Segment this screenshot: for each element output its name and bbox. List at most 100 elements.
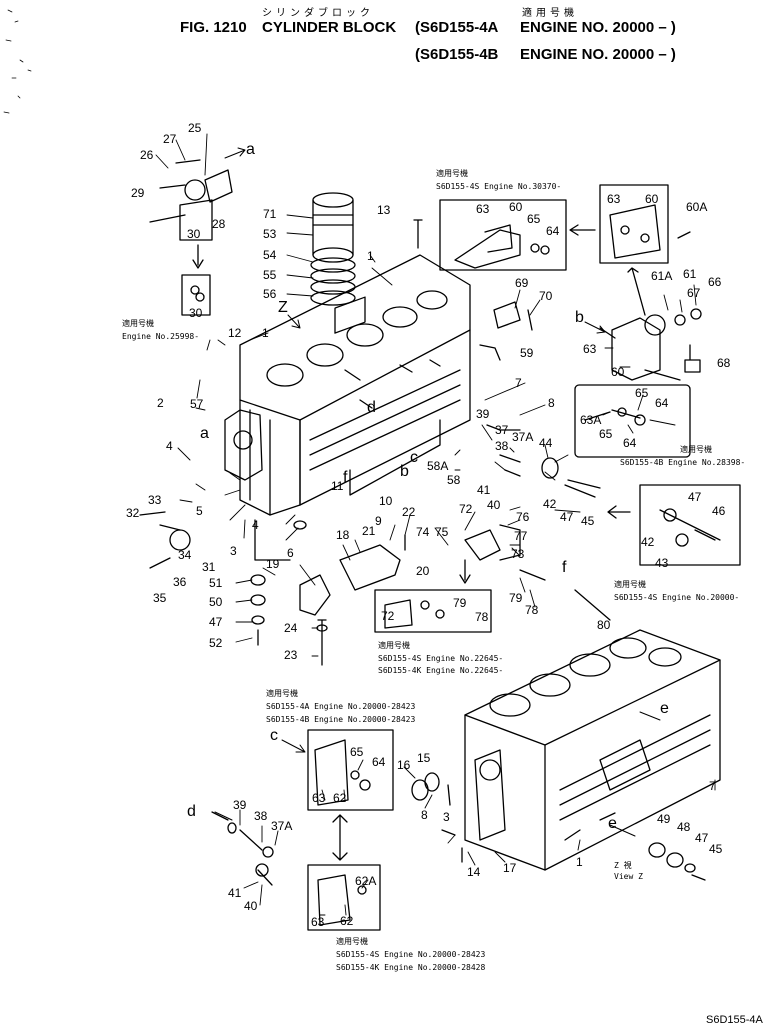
note-left-line1: Engine No.25998- bbox=[122, 332, 200, 341]
note-bottom-line1: S6D155-4S Engine No.20000-28423 bbox=[336, 950, 486, 959]
callout-61: 61 bbox=[683, 267, 697, 281]
cylinder-block-main bbox=[224, 254, 471, 516]
callout-12: 12 bbox=[228, 326, 242, 340]
callout-56: 56 bbox=[263, 287, 277, 301]
callout-20: 20 bbox=[416, 564, 430, 578]
callout-3-z: 3 bbox=[443, 810, 450, 824]
callout-45: 45 bbox=[581, 514, 595, 528]
inset-top-center bbox=[439, 199, 596, 271]
callout-65-c: 65 bbox=[350, 745, 364, 759]
callout-27: 27 bbox=[163, 132, 177, 146]
callout-37a-d: 37A bbox=[271, 819, 293, 833]
callout-36: 36 bbox=[173, 575, 187, 589]
ref-letter-a-block: a bbox=[200, 425, 209, 442]
callout-68: 68 bbox=[717, 356, 731, 370]
callout-64-c: 64 bbox=[372, 755, 386, 769]
callout-78-inset: 78 bbox=[475, 610, 489, 624]
callout-47-inset: 47 bbox=[688, 490, 702, 504]
footer-model-code: S6D155-4A bbox=[706, 1014, 763, 1026]
callout-49: 49 bbox=[657, 812, 671, 826]
ref-letter-b-block: b bbox=[400, 463, 409, 480]
callout-35: 35 bbox=[153, 591, 167, 605]
callout-55: 55 bbox=[263, 268, 277, 282]
leader-lines bbox=[155, 133, 716, 916]
note-right-jp: 適用号機 bbox=[614, 580, 646, 589]
callout-63a: 63A bbox=[580, 413, 602, 427]
note-mid-jp: 適用号機 bbox=[378, 641, 410, 650]
note-c-jp: 適用号機 bbox=[266, 689, 298, 698]
callout-79-inset: 79 bbox=[453, 596, 467, 610]
note-bottom-jp: 適用号機 bbox=[336, 937, 368, 946]
callout-60a: 60A bbox=[686, 200, 708, 214]
d-detail-parts bbox=[211, 811, 274, 886]
callout-37: 37 bbox=[495, 423, 509, 437]
callout-66: 66 bbox=[708, 275, 722, 289]
callout-47: 47 bbox=[560, 510, 574, 524]
model-line-2: (S6D155-4B bbox=[415, 46, 499, 63]
callout-58: 58 bbox=[447, 473, 461, 487]
inset-c-box bbox=[307, 729, 394, 931]
callout-4-lower: 4 bbox=[252, 518, 259, 532]
note-top-jp: 適用号機 bbox=[436, 169, 468, 178]
ref-letter-d-block: d bbox=[367, 399, 376, 416]
callout-43: 43 bbox=[655, 556, 669, 570]
cylinder-liner-assembly bbox=[310, 192, 356, 306]
model-line-1: (S6D155-4A bbox=[415, 19, 499, 36]
ref-letter-e-lower: e bbox=[608, 815, 617, 832]
ref-letter-a-top: a bbox=[246, 141, 255, 158]
callout-65-side: 65 bbox=[635, 386, 649, 400]
callout-44: 44 bbox=[539, 436, 553, 450]
upper-small-parts bbox=[413, 219, 533, 361]
ref-letter-b-side: b bbox=[575, 309, 584, 326]
callout-74: 74 bbox=[416, 525, 430, 539]
figure-number: FIG. 1210 bbox=[180, 19, 247, 36]
callout-40: 40 bbox=[487, 498, 501, 512]
callout-29: 29 bbox=[131, 186, 145, 200]
callout-14: 14 bbox=[467, 865, 481, 879]
callout-42-inset: 42 bbox=[641, 535, 655, 549]
callout-47-left: 47 bbox=[209, 615, 223, 629]
callout-41: 41 bbox=[477, 483, 491, 497]
callout-80: 80 bbox=[597, 618, 611, 632]
callout-63-inset-right: 63 bbox=[607, 192, 621, 206]
callout-47-z: 47 bbox=[695, 831, 709, 845]
callout-65-4b: 65 bbox=[599, 427, 613, 441]
callout-24: 24 bbox=[284, 621, 298, 635]
callout-30-inset: 30 bbox=[189, 306, 203, 320]
figure-title: CYLINDER BLOCK bbox=[262, 19, 397, 36]
callout-48: 48 bbox=[677, 820, 691, 834]
callout-13: 13 bbox=[377, 203, 391, 217]
ref-letter-c-block: c bbox=[410, 449, 418, 466]
callout-70: 70 bbox=[539, 289, 553, 303]
view-z-small-parts bbox=[411, 772, 706, 881]
view-z-label: View Z bbox=[614, 872, 643, 881]
callout-73: 73 bbox=[511, 547, 525, 561]
callout-62-c: 62 bbox=[333, 791, 347, 805]
callout-39-d: 39 bbox=[233, 798, 247, 812]
callout-50: 50 bbox=[209, 595, 223, 609]
ref-letter-f-block: f bbox=[343, 469, 348, 486]
callout-54: 54 bbox=[263, 248, 277, 262]
ref-letter-c-inset: c bbox=[270, 727, 278, 744]
callout-57: 57 bbox=[190, 397, 204, 411]
ref-letter-f-side: f bbox=[562, 559, 567, 576]
callout-5: 5 bbox=[196, 504, 203, 518]
scan-speckle bbox=[3, 9, 32, 114]
callout-69: 69 bbox=[515, 276, 529, 290]
callout-40-d: 40 bbox=[244, 899, 258, 913]
callout-62-c2: 62 bbox=[340, 914, 354, 928]
callout-26: 26 bbox=[140, 148, 154, 162]
note-left-jp: 適用号機 bbox=[122, 319, 154, 328]
callout-34: 34 bbox=[178, 548, 192, 562]
callout-72: 72 bbox=[459, 502, 473, 516]
callout-65-inset-top: 65 bbox=[527, 212, 541, 226]
callout-6: 6 bbox=[287, 546, 294, 560]
callout-64-side: 64 bbox=[655, 396, 669, 410]
callout-23: 23 bbox=[284, 648, 298, 662]
callout-38-d: 38 bbox=[254, 809, 268, 823]
reference-arrows bbox=[214, 147, 661, 837]
callout-16: 16 bbox=[397, 758, 411, 772]
ref-letter-e-upper: e bbox=[660, 700, 669, 717]
